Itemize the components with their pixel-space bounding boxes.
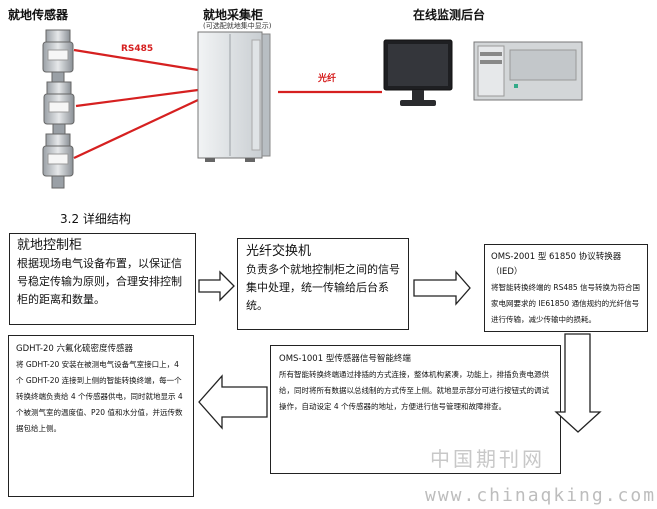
arrow-down-elbow <box>554 333 602 433</box>
fiber-switch-title: 光纤交换机 <box>246 244 312 259</box>
arrow-right-2 <box>413 270 471 306</box>
hardware-diagram <box>42 29 583 189</box>
arrow-left-1 <box>198 374 268 430</box>
industrial-pc <box>473 41 583 101</box>
collection-cabinet <box>197 31 271 162</box>
fiber-label: 光纤 <box>318 74 337 84</box>
protocol-converter-title: OMS-2001 型 61850 协议转换器（IED） <box>491 252 622 277</box>
header-monitor: 在线监测后台 <box>413 8 486 22</box>
box-protocol-converter: OMS-2001 型 61850 协议转换器（IED） 将智能转换终端的 RS4… <box>484 244 648 332</box>
watermark-url: www.chinaqking.com <box>425 485 657 506</box>
header-local-cabinet: 就地采集柜 <box>203 8 264 22</box>
box-control-cabinet: 就地控制柜 根据现场电气设备布置，以保证信号稳定传输为原则，合理安排控制柜的距离… <box>9 233 196 325</box>
terminal-body: 所有智能转换终端通过排插的方式连接，整体机构紧凑，功能上，排插负责电源供给，同时… <box>279 370 549 411</box>
section-title: 3.2 详细结构 <box>60 212 131 226</box>
control-cabinet-title: 就地控制柜 <box>17 238 83 253</box>
rs485-links <box>73 48 382 159</box>
sensor-body: 将 GDHT-20 安装在被测电气设备气室接口上，4 个 GDHT-20 连接到… <box>16 360 183 433</box>
sensor-title: GDHT-20 六氟化硫密度传感器 <box>16 344 134 354</box>
protocol-converter-body: 将智能转换终端的 RS485 信号转换为符合国家电网要求的 IE61850 通信… <box>491 283 641 324</box>
control-cabinet-body: 根据现场电气设备布置，以保证信号稳定传输为原则，合理安排控制柜的距离和数量。 <box>17 257 182 306</box>
watermark-cn: 中国期刊网 <box>430 447 545 471</box>
sensor-device-2 <box>43 81 75 135</box>
arrow-right-1 <box>198 270 235 302</box>
terminal-title: OMS-1001 型传感器信号智能终端 <box>279 354 411 364</box>
rs485-label: RS485 <box>121 44 154 54</box>
sensor-device-1 <box>42 29 74 85</box>
monitor-display <box>383 39 453 106</box>
box-terminal: OMS-1001 型传感器信号智能终端 所有智能转换终端通过排插的方式连接，整体… <box>270 345 561 474</box>
fiber-switch-body: 负责多个就地控制柜之间的信号集中处理，统一传输给后台系统。 <box>246 263 400 312</box>
header-cabinet-subtitle: (可选配就地集中显示) <box>203 22 272 30</box>
header-local-sensor: 就地传感器 <box>8 8 69 22</box>
sensor-device-3 <box>42 133 74 189</box>
box-fiber-switch: 光纤交换机 负责多个就地控制柜之间的信号集中处理，统一传输给后台系统。 <box>237 238 409 330</box>
box-sensor: GDHT-20 六氟化硫密度传感器 将 GDHT-20 安装在被测电气设备气室接… <box>8 335 194 497</box>
